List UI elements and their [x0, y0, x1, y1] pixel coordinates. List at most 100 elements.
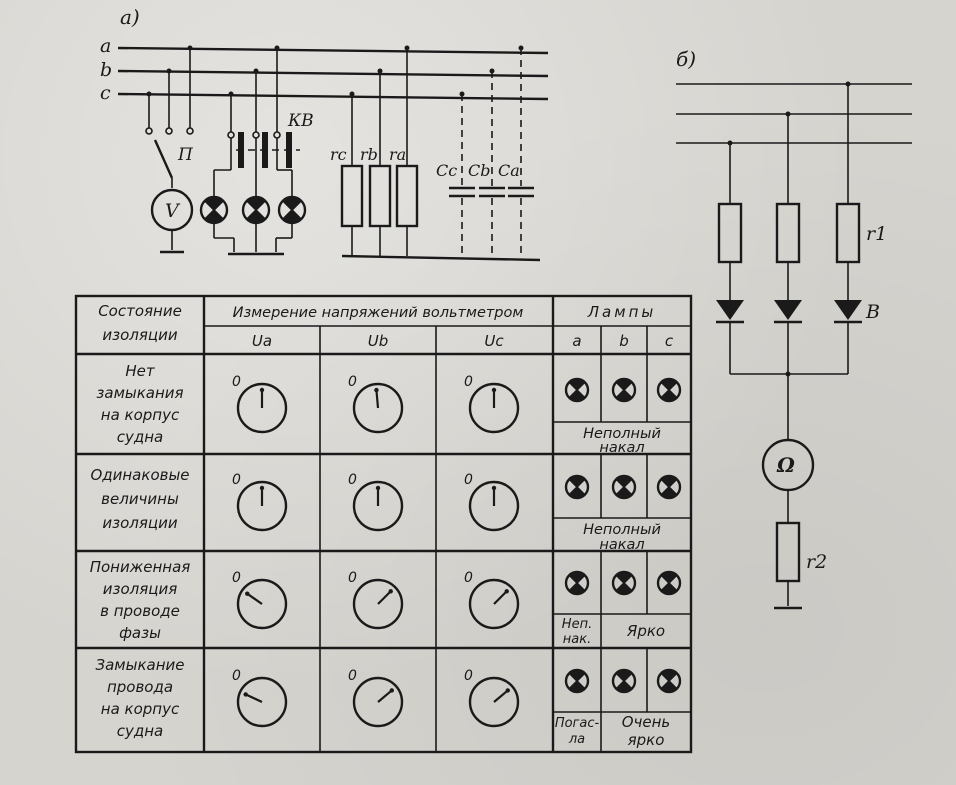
- row4-state-2: провода: [107, 678, 173, 696]
- voltmeter-dial: 0: [464, 374, 520, 434]
- voltmeter-dial: 0: [348, 472, 404, 532]
- r2-label: r2: [806, 551, 827, 573]
- header-ub: Ub: [368, 332, 389, 350]
- indicator-lamp: [611, 377, 637, 403]
- row1-lamp-note-2: накал: [599, 440, 644, 456]
- voltmeter-dial: 0: [232, 570, 288, 630]
- indicator-lamp: [564, 570, 590, 596]
- bus-line-a: [117, 46, 549, 55]
- row3-lamp-bc-note: Ярко: [626, 622, 665, 640]
- diode-b: [774, 300, 802, 320]
- dial-zero-label: 0: [464, 668, 473, 684]
- switch-label: П: [177, 145, 194, 165]
- insulation-capacitors: Cc Cb Ca: [436, 45, 534, 258]
- row1-lamp-note-1: Неполный: [583, 426, 661, 442]
- row1-state-2: замыкания: [96, 384, 183, 402]
- resistor-r2: [775, 521, 801, 583]
- row4-state-4: судна: [117, 722, 164, 740]
- dial-zero-label: 0: [232, 668, 241, 684]
- header-uc: Uc: [484, 332, 504, 350]
- header-lamps: Лампы: [587, 303, 656, 321]
- panel-label-b: б): [676, 47, 696, 71]
- bus-label-a: a: [100, 35, 111, 57]
- row3-lamp-a-note-2: нак.: [563, 632, 591, 647]
- dial-zero-label: 0: [232, 570, 241, 586]
- header-lamp-a: a: [572, 332, 581, 350]
- indicator-lamp: [656, 570, 682, 596]
- diode-a: [716, 300, 744, 320]
- row1-state-4: судна: [117, 428, 164, 446]
- capacitor-label-b: Cb: [468, 161, 490, 180]
- header-state-2: изоляции: [102, 326, 177, 344]
- indicator-lamp: [611, 570, 637, 596]
- diode-c: [834, 300, 862, 320]
- resistor-label-b: rb: [360, 145, 378, 164]
- dial-needle: [377, 590, 392, 605]
- indicator-lamp: [656, 474, 682, 500]
- dial-zero-label: 0: [464, 374, 473, 390]
- dial-zero-label: 0: [464, 570, 473, 586]
- dial-zero-label: 0: [348, 472, 357, 488]
- header-state-1: Состояние: [98, 302, 182, 320]
- voltmeter-dial: 0: [232, 472, 288, 532]
- diode-label: В: [865, 301, 880, 323]
- panel-label-a: а): [120, 5, 140, 29]
- voltmeter-dial: 0: [464, 570, 520, 630]
- row2-state-2: величины: [101, 490, 179, 508]
- dial-needle: [245, 693, 263, 703]
- row4-state-1: Замыкание: [95, 656, 184, 674]
- voltmeter-label: V: [165, 200, 181, 222]
- row2-state-1: Одинаковые: [90, 466, 189, 484]
- dial-zero-label: 0: [348, 570, 357, 586]
- bus-label-b: b: [100, 59, 112, 81]
- row2-lamp-note-1: Неполный: [583, 522, 661, 538]
- dial-needle: [377, 689, 393, 703]
- dial-zero-label: 0: [464, 472, 473, 488]
- voltmeter-dial: 0: [348, 668, 404, 728]
- dial-zero-label: 0: [232, 374, 241, 390]
- table-lamps: [564, 377, 682, 694]
- selector-switch: [153, 139, 174, 179]
- voltmeter-dial: 0: [232, 668, 288, 728]
- lamp-branch: КВ: [199, 45, 314, 256]
- header-ua: Ua: [252, 332, 272, 350]
- dial-needle: [493, 689, 509, 703]
- indicator-lamp: [656, 668, 682, 694]
- bus-line-c: [117, 92, 549, 101]
- indicator-lamp: [611, 474, 637, 500]
- row3-state-1: Пониженная: [90, 558, 191, 576]
- row3-state-4: фазы: [119, 624, 161, 642]
- indicator-lamp: [564, 668, 590, 694]
- dial-zero-label: 0: [232, 472, 241, 488]
- row4-lamp-bc-note-2: ярко: [628, 731, 665, 749]
- row4-lamp-bc-note-1: Очень: [622, 713, 671, 731]
- resistor-r1-c: [835, 202, 861, 264]
- row1-state-1: Нет: [125, 362, 156, 380]
- header-lamp-c: c: [665, 332, 674, 350]
- diagram-a: а) a b c П V: [100, 5, 549, 262]
- row2-state-3: изоляции: [102, 514, 177, 532]
- voltmeter-dial: 0: [348, 570, 404, 630]
- lamp-b-diagram: [241, 195, 271, 225]
- lamp-c-diagram: [277, 195, 307, 225]
- state-table: Состояние изоляции Измерение напряжений …: [74, 294, 693, 754]
- insulation-resistors: rc rb ra: [330, 45, 419, 256]
- dial-needle: [493, 590, 508, 605]
- dial-needle: [375, 389, 380, 409]
- voltmeter-dial: 0: [232, 374, 288, 434]
- row1-state-3: на корпус: [101, 406, 180, 424]
- header-voltmeter: Измерение напряжений вольтметром: [233, 305, 524, 321]
- indicator-lamp: [656, 377, 682, 403]
- row3-state-2: изоляция: [103, 580, 178, 598]
- resistor-label-a: ra: [389, 145, 406, 164]
- indicator-lamp: [564, 474, 590, 500]
- r1-label: r1: [866, 223, 887, 245]
- row4-lamp-a-note-1: Погас-: [555, 716, 600, 731]
- lamp-a-diagram: [199, 195, 229, 225]
- row4-lamp-a-note-2: ла: [568, 732, 585, 747]
- dial-zero-label: 0: [348, 668, 357, 684]
- row2-lamp-note-2: накал: [599, 537, 644, 553]
- row3-state-3: в проводе: [100, 602, 180, 620]
